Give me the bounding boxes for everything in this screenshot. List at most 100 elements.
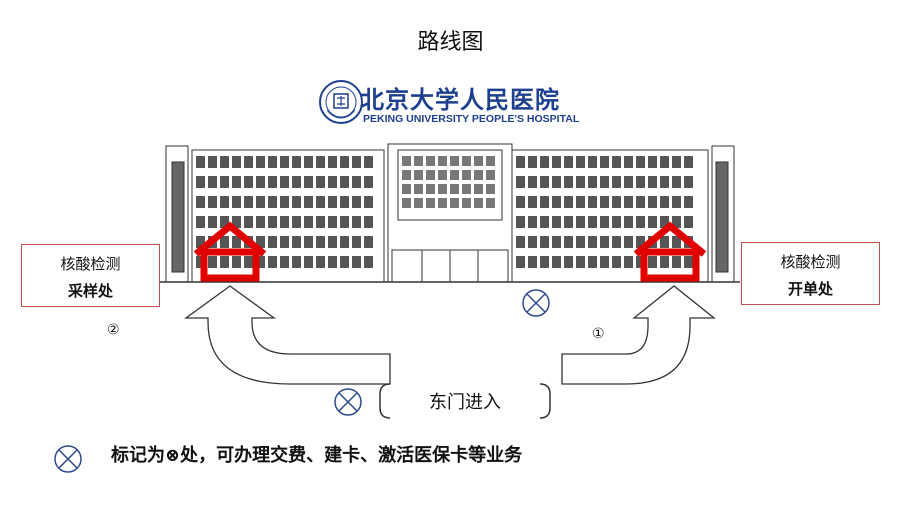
building-window (244, 196, 253, 208)
building-window (280, 256, 289, 268)
building-window (208, 216, 217, 228)
building-window (564, 256, 573, 268)
building-window (244, 216, 253, 228)
building-window (292, 216, 301, 228)
building-window (328, 216, 337, 228)
building-window (672, 256, 681, 268)
building-window (576, 176, 585, 188)
legend-text: 标记为⊗处，可办理交费、建卡、激活医保卡等业务 (111, 445, 523, 466)
building-window (352, 236, 361, 248)
building-window (232, 216, 241, 228)
building-window (256, 156, 265, 168)
sampling-box-line1: 核酸检测 (60, 255, 121, 273)
building-window (220, 236, 229, 248)
building-window (340, 196, 349, 208)
building-window (364, 236, 373, 248)
building-window (462, 198, 471, 208)
building-window (364, 196, 373, 208)
building-window (660, 196, 669, 208)
building-window (220, 256, 229, 268)
page-title: 路线图 (417, 30, 484, 55)
building-window (564, 236, 573, 248)
building-window (636, 216, 645, 228)
building-window (208, 176, 217, 188)
building-window (352, 176, 361, 188)
building-window (414, 184, 423, 194)
building-window (268, 256, 277, 268)
building-window (540, 176, 549, 188)
building-window (474, 184, 483, 194)
building-window (268, 236, 277, 248)
entrance-bracket (379, 383, 551, 419)
building-window (450, 156, 459, 166)
building-window (414, 198, 423, 208)
building-window (564, 176, 573, 188)
building-window (220, 176, 229, 188)
building-window (340, 156, 349, 168)
building-window (576, 216, 585, 228)
building-window (516, 216, 525, 228)
building-window (232, 156, 241, 168)
building-window (648, 216, 657, 228)
building-window (340, 176, 349, 188)
building-window (328, 256, 337, 268)
building-window (588, 196, 597, 208)
building-window (402, 198, 411, 208)
building-window (352, 256, 361, 268)
building-window (232, 256, 241, 268)
building-window (280, 236, 289, 248)
building-window (304, 176, 313, 188)
legend-service-icon (54, 445, 82, 473)
building-window (588, 216, 597, 228)
building-window (280, 156, 289, 168)
building-window (256, 196, 265, 208)
hospital-seal-icon (319, 80, 363, 124)
building-window (256, 216, 265, 228)
building-window (364, 156, 373, 168)
building-window (340, 256, 349, 268)
building-window (612, 196, 621, 208)
building-window (280, 216, 289, 228)
building-window (196, 196, 205, 208)
building-window (648, 176, 657, 188)
building-window (268, 176, 277, 188)
building-window (600, 196, 609, 208)
building-window (328, 236, 337, 248)
step-number-2: ② (107, 322, 120, 338)
building-window (438, 184, 447, 194)
building-window (564, 216, 573, 228)
building-window (292, 176, 301, 188)
building-window (660, 176, 669, 188)
building-window (304, 236, 313, 248)
building-window (636, 196, 645, 208)
building-window (244, 176, 253, 188)
building-window (600, 236, 609, 248)
building-window (486, 184, 495, 194)
building-window (516, 196, 525, 208)
building-window (450, 170, 459, 180)
building-window (648, 256, 657, 268)
building-window (672, 216, 681, 228)
building-window (364, 256, 373, 268)
building-window (292, 156, 301, 168)
building-window (612, 176, 621, 188)
service-point-icon-center (522, 289, 550, 317)
building-window (624, 156, 633, 168)
building-window (426, 156, 435, 166)
building-window (564, 196, 573, 208)
building-window (528, 236, 537, 248)
order-point-box: 核酸检测 开单处 (741, 242, 880, 305)
order-box-line2: 开单处 (787, 280, 833, 298)
route-arrows (184, 285, 716, 385)
building-window (486, 156, 495, 166)
building-window (352, 156, 361, 168)
sampling-box-line2: 采样处 (67, 282, 113, 300)
building-window (268, 196, 277, 208)
building-window (208, 256, 217, 268)
building-window (438, 170, 447, 180)
building-window (612, 156, 621, 168)
building-window (528, 256, 537, 268)
building-window (624, 236, 633, 248)
building-window (636, 236, 645, 248)
building-window (352, 196, 361, 208)
